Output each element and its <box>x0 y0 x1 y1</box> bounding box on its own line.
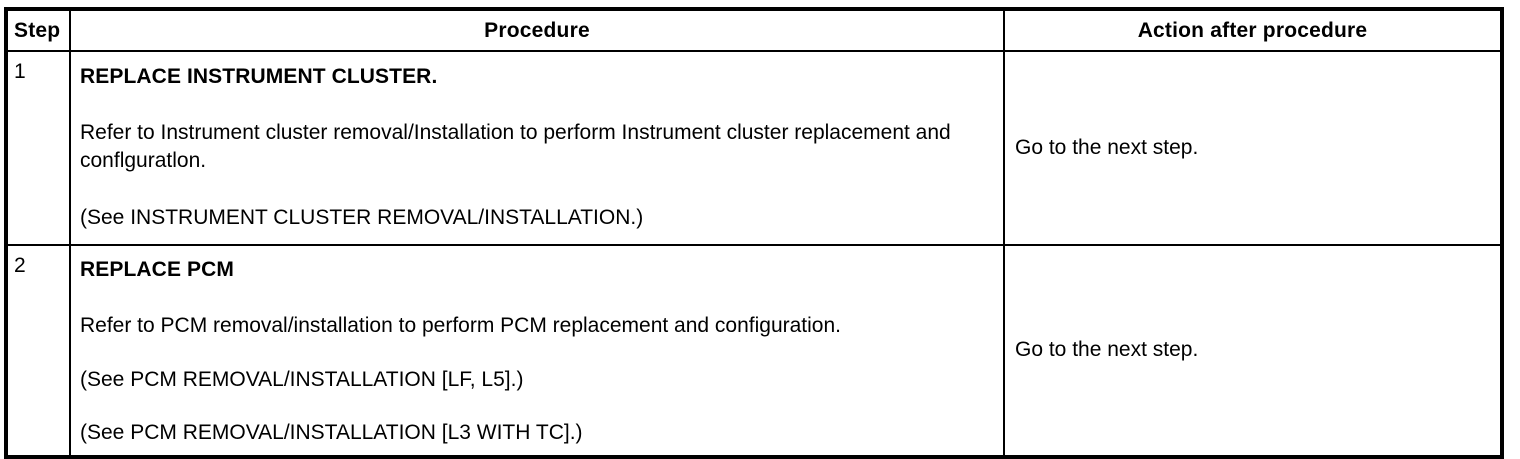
cell-action-after-procedure: Go to the next step. <box>1003 244 1503 458</box>
procedure-reference-1: (See PCM REMOVAL/INSTALLATION [LF, L5].) <box>80 367 524 391</box>
cell-step-number: 2 <box>5 244 71 458</box>
procedure-table: Step Procedure Action after procedure 1 … <box>4 7 1504 459</box>
procedure-reference-2: (See PCM REMOVAL/INSTALLATION [L3 WITH T… <box>80 420 583 444</box>
column-header-procedure: Procedure <box>69 8 1005 52</box>
cell-step-number: 1 <box>5 50 71 246</box>
cell-procedure: REPLACE PCM Refer to PCM removal/install… <box>69 244 1005 458</box>
table-header: Step Procedure Action after procedure <box>5 8 1503 52</box>
procedure-body: Refer to PCM removal/installation to per… <box>80 314 842 338</box>
table-row: 1 REPLACE INSTRUMENT CLUSTER. Refer to I… <box>5 50 1503 246</box>
table-row: 2 REPLACE PCM Refer to PCM removal/insta… <box>5 244 1503 458</box>
column-header-step: Step <box>5 8 71 52</box>
procedure-title: REPLACE INSTRUMENT CLUSTER. <box>80 65 438 88</box>
procedure-title: REPLACE PCM <box>80 258 234 281</box>
procedure-body: Refer to Instrument cluster removal/Inst… <box>80 121 951 172</box>
cell-action-after-procedure: Go to the next step. <box>1003 50 1503 246</box>
procedure-reference: (See INSTRUMENT CLUSTER REMOVAL/INSTALLA… <box>80 205 644 229</box>
column-header-action: Action after procedure <box>1003 8 1503 52</box>
cell-procedure: REPLACE INSTRUMENT CLUSTER. Refer to Ins… <box>69 50 1005 246</box>
header-row: Step Procedure Action after procedure <box>5 8 1503 52</box>
table-body: 1 REPLACE INSTRUMENT CLUSTER. Refer to I… <box>5 50 1503 458</box>
page-canvas: Step Procedure Action after procedure 1 … <box>4 7 1504 459</box>
